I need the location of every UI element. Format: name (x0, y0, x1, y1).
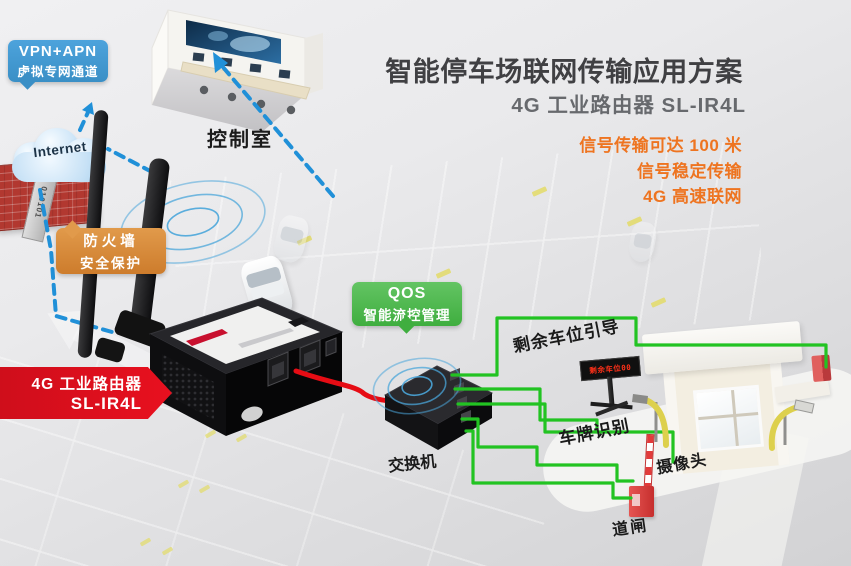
arrow-head-icon (82, 102, 94, 115)
qos-callout: QOS 智能流控管理 (352, 282, 462, 334)
feature-item: 信号传输可达 100 米 (579, 136, 742, 155)
vpn-line1: VPN+APN (18, 42, 98, 60)
window-frame (730, 389, 739, 447)
page-subtitle: 4G 工业路由器 SL-IR4L (511, 94, 746, 117)
led-text: 剩余车位00 (588, 362, 632, 375)
led-parking-sign: 剩余车位00 (579, 355, 655, 421)
barrier-cabinet (629, 486, 654, 517)
qos-line2: 智能流控管理 (352, 304, 462, 324)
control-desk (180, 61, 311, 100)
arrow-head-icon (213, 52, 228, 73)
firewall-callout: 防火墙 安全保护 (56, 220, 166, 274)
gate-label: 道闸 (611, 517, 650, 540)
router-label-line2: SL-IR4L (70, 394, 142, 413)
booth-window (692, 384, 765, 453)
control-room (151, 9, 323, 132)
feature-item: 4G 高速联网 (643, 187, 742, 206)
switch-signal-waves (372, 357, 462, 415)
monitors (192, 52, 291, 79)
barrier-gate (626, 433, 666, 520)
feature-list: 信号传输可达 100 米 信号稳定传输 4G 高速联网 (420, 133, 742, 210)
booth-shelf (774, 378, 831, 404)
red-ethernet-cable (293, 368, 411, 406)
router-label-line1: 4G 工业路由器 (31, 376, 142, 393)
video-wall-screen (186, 20, 281, 64)
control-room-label: 控制室 (207, 129, 273, 151)
internet-cloud: Internet (8, 124, 112, 188)
qos-line1: QOS (387, 284, 427, 302)
firewall-bits-label: 010101 (32, 185, 50, 219)
page-title: 智能停车场联网传输应用方案 (385, 57, 743, 87)
car-glass (633, 232, 653, 250)
sign-pole (606, 376, 615, 407)
vpn-line2: 虚拟专网通道 (17, 64, 99, 79)
cabinet-detail (632, 494, 640, 506)
router-ribbon-label: 4G 工业路由器 SL-IR4L (0, 367, 172, 419)
vpn-apn-callout: VPN+APN 虚拟专网通道 (8, 40, 108, 90)
barrier-motor-device (811, 354, 832, 382)
window-frame (698, 411, 759, 420)
chairs (199, 85, 296, 115)
feature-item: 信号稳定传输 (637, 161, 742, 181)
barrier-arm (643, 433, 655, 493)
switch-label: 交换机 (387, 453, 438, 476)
firewall-line2: 安全保护 (80, 256, 142, 271)
switch-ports (450, 368, 471, 423)
